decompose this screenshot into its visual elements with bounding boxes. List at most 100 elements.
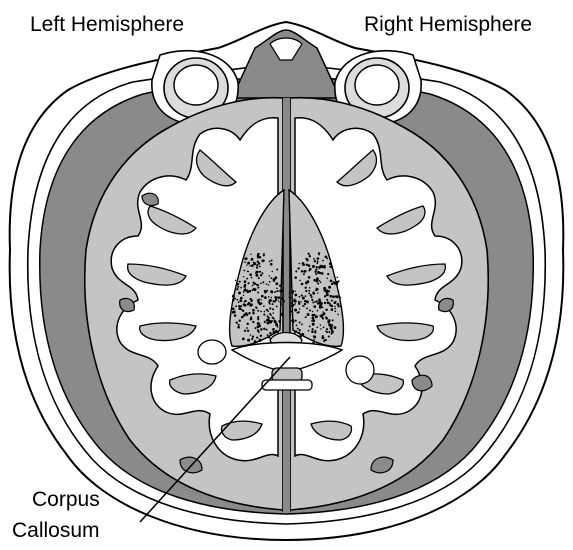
stipple-dot	[330, 280, 333, 283]
stipple-dot	[314, 301, 316, 303]
stipple-dot	[327, 278, 329, 280]
stipple-dot	[257, 325, 260, 328]
stipple-dot	[263, 328, 265, 330]
stipple-dot	[291, 285, 293, 287]
stipple-dot	[251, 258, 254, 261]
stipple-dot	[332, 295, 335, 298]
stipple-dot	[237, 326, 240, 329]
stipple-dot	[312, 319, 315, 322]
stipple-dot	[280, 303, 281, 304]
stipple-dot	[256, 337, 258, 339]
stipple-dot	[317, 257, 319, 259]
stipple-dot	[266, 283, 268, 285]
stipple-dot	[334, 308, 336, 310]
stipple-dot	[267, 315, 269, 317]
stipple-dot	[310, 294, 312, 296]
stipple-dot	[313, 335, 315, 337]
stipple-dot	[313, 279, 316, 282]
stipple-dot	[252, 312, 255, 315]
stipple-dot	[295, 330, 297, 332]
stipple-dot	[314, 330, 316, 332]
stipple-dot	[314, 260, 316, 262]
stipple-dot	[260, 283, 262, 285]
stipple-dot	[295, 277, 297, 279]
stipple-dot	[258, 323, 260, 325]
stipple-dot	[232, 308, 235, 311]
stipple-dot	[277, 326, 279, 328]
stipple-dot	[340, 305, 342, 307]
stipple-dot	[255, 327, 257, 329]
stipple-dot	[269, 303, 271, 305]
stipple-dot	[260, 311, 262, 313]
stipple-dot	[332, 331, 334, 333]
stipple-dot	[232, 295, 235, 298]
stipple-dot	[249, 273, 252, 276]
stipple-dot	[329, 263, 332, 266]
stipple-dot	[246, 278, 248, 280]
stipple-dot	[272, 308, 274, 310]
stipple-dot	[258, 271, 260, 273]
stipple-dot	[294, 303, 296, 305]
stipple-dot	[272, 328, 275, 331]
stipple-dot	[295, 294, 297, 296]
stipple-dot	[311, 328, 313, 330]
stipple-dot	[243, 314, 246, 317]
stipple-dot	[273, 280, 275, 282]
stipple-dot	[270, 290, 273, 293]
stipple-dot	[298, 332, 300, 334]
stipple-dot	[255, 272, 256, 273]
stipple-dot	[258, 262, 261, 265]
stipple-dot	[275, 323, 278, 326]
stipple-dot	[268, 284, 269, 285]
stipple-dot	[270, 277, 272, 279]
stipple-dot	[311, 296, 313, 298]
stipple-dot	[257, 317, 259, 319]
stipple-dot	[249, 265, 250, 266]
stipple-dot	[301, 333, 304, 336]
stipple-dot	[296, 324, 298, 326]
stipple-dot	[331, 300, 333, 302]
stipple-dot	[279, 321, 281, 323]
stipple-dot	[334, 311, 336, 313]
stipple-dot	[297, 267, 299, 269]
stipple-dot	[260, 335, 262, 337]
stipple-dot	[303, 273, 305, 275]
stipple-dot	[312, 317, 315, 320]
stipple-dot	[259, 256, 262, 259]
stipple-dot	[305, 290, 307, 292]
stipple-dot	[281, 290, 283, 292]
stipple-dot	[328, 331, 330, 333]
stipple-dot	[236, 288, 238, 290]
stipple-dot	[303, 270, 306, 273]
stipple-dot	[276, 268, 278, 270]
stipple-dot	[251, 277, 253, 279]
stipple-dot	[242, 310, 244, 312]
stipple-dot	[235, 280, 236, 281]
stipple-dot	[299, 322, 301, 324]
stipple-dot	[272, 331, 274, 333]
stipple-dot	[255, 274, 258, 277]
stipple-dot	[274, 296, 277, 299]
stipple-dot	[324, 289, 326, 291]
stipple-dot	[256, 266, 258, 268]
stipple-dot	[256, 264, 258, 266]
stipple-dot	[289, 308, 291, 310]
stipple-dot	[313, 292, 315, 294]
stipple-dot	[243, 270, 245, 272]
stipple-dot	[254, 340, 257, 343]
stipple-dot	[258, 298, 260, 300]
stipple-dot	[295, 270, 297, 272]
stipple-dot	[240, 299, 242, 301]
stipple-dot	[309, 325, 311, 327]
stipple-dot	[302, 297, 305, 300]
stipple-dot	[241, 316, 244, 319]
stipple-dot	[305, 258, 307, 260]
stipple-dot	[260, 329, 261, 330]
stipple-dot	[268, 296, 270, 298]
stipple-dot	[263, 253, 265, 255]
stipple-dot	[333, 281, 336, 284]
stipple-dot	[276, 287, 278, 289]
stipple-dot	[325, 255, 328, 258]
stipple-dot	[271, 259, 273, 261]
stipple-dot	[262, 281, 264, 283]
